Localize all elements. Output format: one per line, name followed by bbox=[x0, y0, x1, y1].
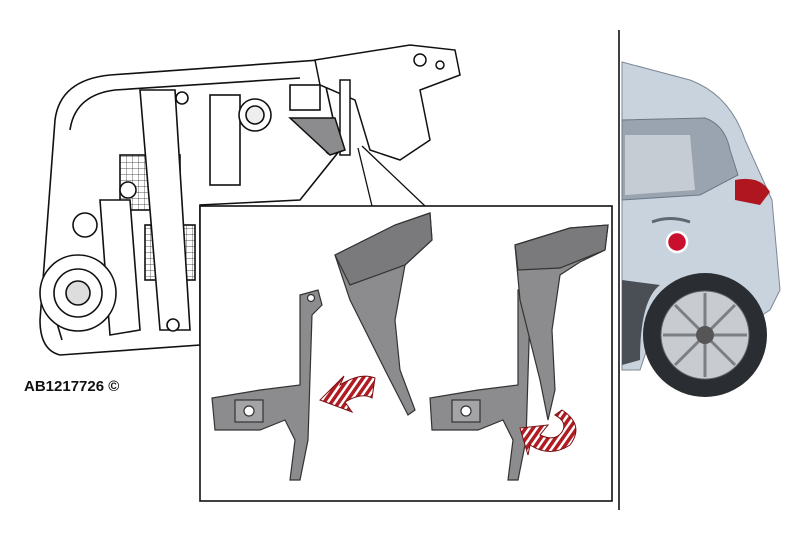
step1-trim-piece bbox=[334, 212, 433, 416]
door-module-panel bbox=[39, 59, 341, 356]
door-latch-assembly bbox=[288, 44, 461, 161]
step1-bracket bbox=[211, 289, 323, 481]
callout-lines bbox=[357, 145, 426, 207]
figure-reference-code: AB1217726 © bbox=[24, 378, 120, 395]
step2-rotate-arrow bbox=[519, 409, 577, 456]
step1-rotate-arrow bbox=[319, 375, 376, 414]
location-marker bbox=[665, 230, 689, 254]
detail-inset bbox=[199, 205, 613, 502]
vehicle-rear-quarter bbox=[621, 61, 781, 397]
step2-trim-piece bbox=[514, 224, 609, 421]
